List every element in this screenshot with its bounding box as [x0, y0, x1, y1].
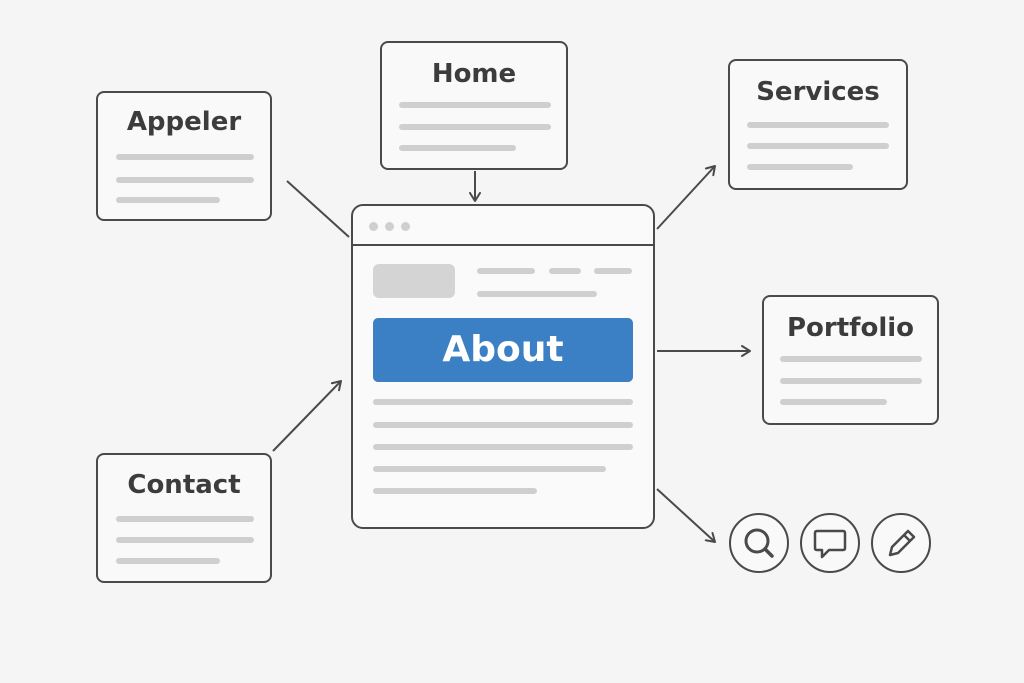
- body-text-line: [373, 422, 633, 428]
- window-dot: [401, 222, 410, 231]
- appeler-card[interactable]: Appeler: [96, 91, 272, 221]
- browser-title-bar: [353, 206, 653, 246]
- contact-card[interactable]: Contact: [96, 453, 272, 583]
- contact-card-line: [116, 558, 220, 564]
- tagline-placeholder: [477, 291, 597, 297]
- appeler-card-line: [116, 177, 254, 183]
- appeler-card-line: [116, 154, 254, 160]
- body-text-line: [373, 488, 537, 494]
- services-card-line: [747, 164, 853, 170]
- services-card-line: [747, 143, 889, 149]
- nav-link-placeholder[interactable]: [549, 268, 581, 274]
- logo-placeholder: [373, 264, 455, 298]
- nav-link-placeholder[interactable]: [594, 268, 632, 274]
- chat-icon: [813, 529, 847, 559]
- services-card-line: [747, 122, 889, 128]
- home-card[interactable]: Home: [380, 41, 568, 170]
- appeler-card-title: Appeler: [126, 107, 242, 137]
- services-card-title: Services: [756, 77, 880, 107]
- contact-card-title: Contact: [127, 470, 241, 500]
- home-card-line: [399, 145, 516, 151]
- body-text-line: [373, 399, 633, 405]
- portfolio-card[interactable]: Portfolio: [762, 295, 939, 425]
- home-card-title: Home: [431, 59, 517, 89]
- window-dot: [385, 222, 394, 231]
- about-banner[interactable]: About: [373, 318, 633, 382]
- portfolio-card-line: [780, 356, 922, 362]
- connector-browser-to-icons: [656, 488, 716, 543]
- chat-button[interactable]: [800, 513, 860, 573]
- portfolio-card-title: Portfolio: [786, 313, 915, 343]
- connector-browser-to-services: [656, 165, 716, 230]
- connector-appeler-to-browser: [286, 180, 350, 238]
- contact-card-line: [116, 537, 254, 543]
- appeler-card-line: [116, 197, 220, 203]
- portfolio-card-line: [780, 399, 887, 405]
- connector-contact-to-browser: [272, 380, 342, 452]
- browser-window: About: [351, 204, 655, 529]
- window-dot: [369, 222, 378, 231]
- portfolio-card-line: [780, 378, 922, 384]
- body-text-line: [373, 444, 633, 450]
- nav-link-placeholder[interactable]: [477, 268, 535, 274]
- home-card-line: [399, 102, 551, 108]
- search-button[interactable]: [729, 513, 789, 573]
- services-card[interactable]: Services: [728, 59, 908, 190]
- contact-card-line: [116, 516, 254, 522]
- edit-button[interactable]: [871, 513, 931, 573]
- body-text-line: [373, 466, 606, 472]
- pencil-icon: [888, 529, 916, 557]
- home-card-line: [399, 124, 551, 130]
- search-icon: [744, 528, 774, 558]
